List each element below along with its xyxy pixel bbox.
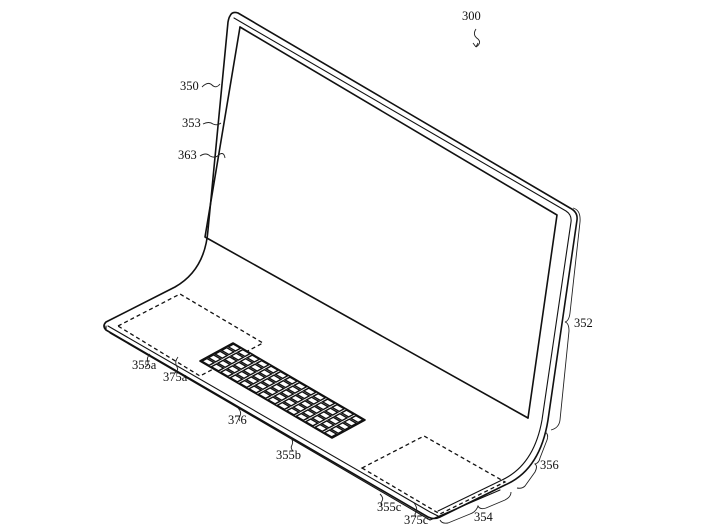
- label-300: 300: [462, 9, 481, 23]
- keyboard-key: [216, 359, 232, 369]
- keyboard-key: [254, 381, 270, 391]
- keyboard-key: [340, 409, 356, 418]
- keyboard-key: [275, 401, 291, 411]
- leader-lines: [144, 28, 581, 524]
- keyboard-key: [236, 348, 252, 358]
- keyboard-key: [329, 425, 345, 435]
- keyboard-key: [320, 420, 336, 429]
- label-355c: 355c: [377, 500, 402, 514]
- keyboard-key: [209, 363, 225, 372]
- keyboard-key: [270, 383, 286, 393]
- keyboard-key: [333, 412, 349, 422]
- keyboard-key: [257, 390, 273, 400]
- keyboard-key: [266, 396, 282, 405]
- keyboard-key: [286, 385, 302, 394]
- left-touch-region: [116, 293, 265, 377]
- keyboard-key: [223, 355, 239, 365]
- label-375a: 375a: [163, 370, 188, 384]
- keyboard-key: [213, 350, 229, 360]
- keyboard-key: [289, 394, 305, 404]
- keyboard-key: [292, 381, 308, 391]
- keyboard-key: [301, 409, 317, 418]
- label-353: 353: [182, 116, 201, 130]
- keyboard-key: [226, 343, 242, 352]
- keyboard: [199, 342, 366, 439]
- keyboard-key: [245, 354, 261, 363]
- keyboard-key: [295, 390, 311, 400]
- keyboard-frame: [199, 342, 366, 439]
- label-363: 363: [178, 148, 197, 162]
- keyboard-key: [323, 429, 339, 438]
- keyboard-key: [342, 418, 358, 427]
- reference-labels: 300 350 353 363 352 356 354 355a 375a 376 355b 355c…: [132, 9, 593, 527]
- keyboard-key: [283, 376, 299, 385]
- keyboard-key: [241, 366, 258, 376]
- keyboard-key: [274, 370, 290, 380]
- keyboard-key: [291, 403, 307, 413]
- keyboard-key: [310, 414, 326, 424]
- keyboard-key: [326, 416, 342, 426]
- keyboard-key: [225, 365, 241, 374]
- label-355a: 355a: [132, 358, 157, 372]
- keyboard-key: [263, 387, 279, 396]
- keyboard-key: [264, 365, 280, 374]
- keyboard-key: [305, 396, 321, 405]
- keyboard-key: [294, 412, 310, 422]
- keyboard-key: [244, 376, 260, 385]
- keyboard-key: [232, 361, 248, 371]
- label-354: 354: [474, 510, 494, 524]
- keyboard-key: [220, 346, 236, 356]
- keyboard-key: [317, 410, 333, 420]
- keyboard-key: [313, 423, 329, 433]
- keyboard-key: [229, 352, 245, 361]
- keyboard-key: [228, 374, 244, 383]
- keyboard-key: [200, 357, 216, 367]
- keyboard-key: [258, 368, 274, 378]
- label-356: 356: [540, 458, 559, 472]
- right-touch-region: [360, 435, 507, 515]
- keyboard-key: [298, 399, 314, 409]
- label-352: 352: [574, 316, 593, 330]
- keyboard-key: [311, 392, 327, 402]
- keyboard-key: [276, 379, 292, 389]
- keyboard-key: [235, 370, 251, 380]
- keyboard-key: [239, 357, 255, 367]
- keyboard-key: [302, 387, 318, 396]
- device-housing: [103, 11, 578, 521]
- label-376: 376: [228, 413, 247, 427]
- keyboard-key: [304, 418, 320, 427]
- keyboard-key: [282, 398, 298, 407]
- label-355b: 355b: [276, 448, 301, 462]
- keyboard-key: [314, 401, 330, 411]
- label-375c: 375c: [404, 513, 429, 527]
- keyboard-key: [207, 354, 223, 363]
- keyboard-key: [238, 379, 254, 389]
- keyboard-key: [251, 372, 267, 382]
- keyboard-key: [330, 403, 346, 413]
- keyboard-key: [321, 398, 337, 407]
- keyboard-key: [324, 407, 340, 416]
- keyboard-key: [248, 363, 264, 372]
- keyboard-key: [219, 368, 235, 378]
- keyboard-key: [285, 407, 301, 416]
- keyboard-key: [273, 392, 289, 402]
- keyboard-key: [260, 377, 276, 387]
- keyboard-key: [349, 414, 365, 424]
- label-350: 350: [180, 79, 199, 93]
- keyboard-key: [279, 388, 295, 398]
- keyboard-key: [255, 359, 271, 369]
- keyboard-key: [336, 421, 352, 431]
- keyboard-key: [247, 385, 263, 394]
- keyboard-key: [267, 374, 283, 383]
- keyboard-key: [307, 405, 324, 415]
